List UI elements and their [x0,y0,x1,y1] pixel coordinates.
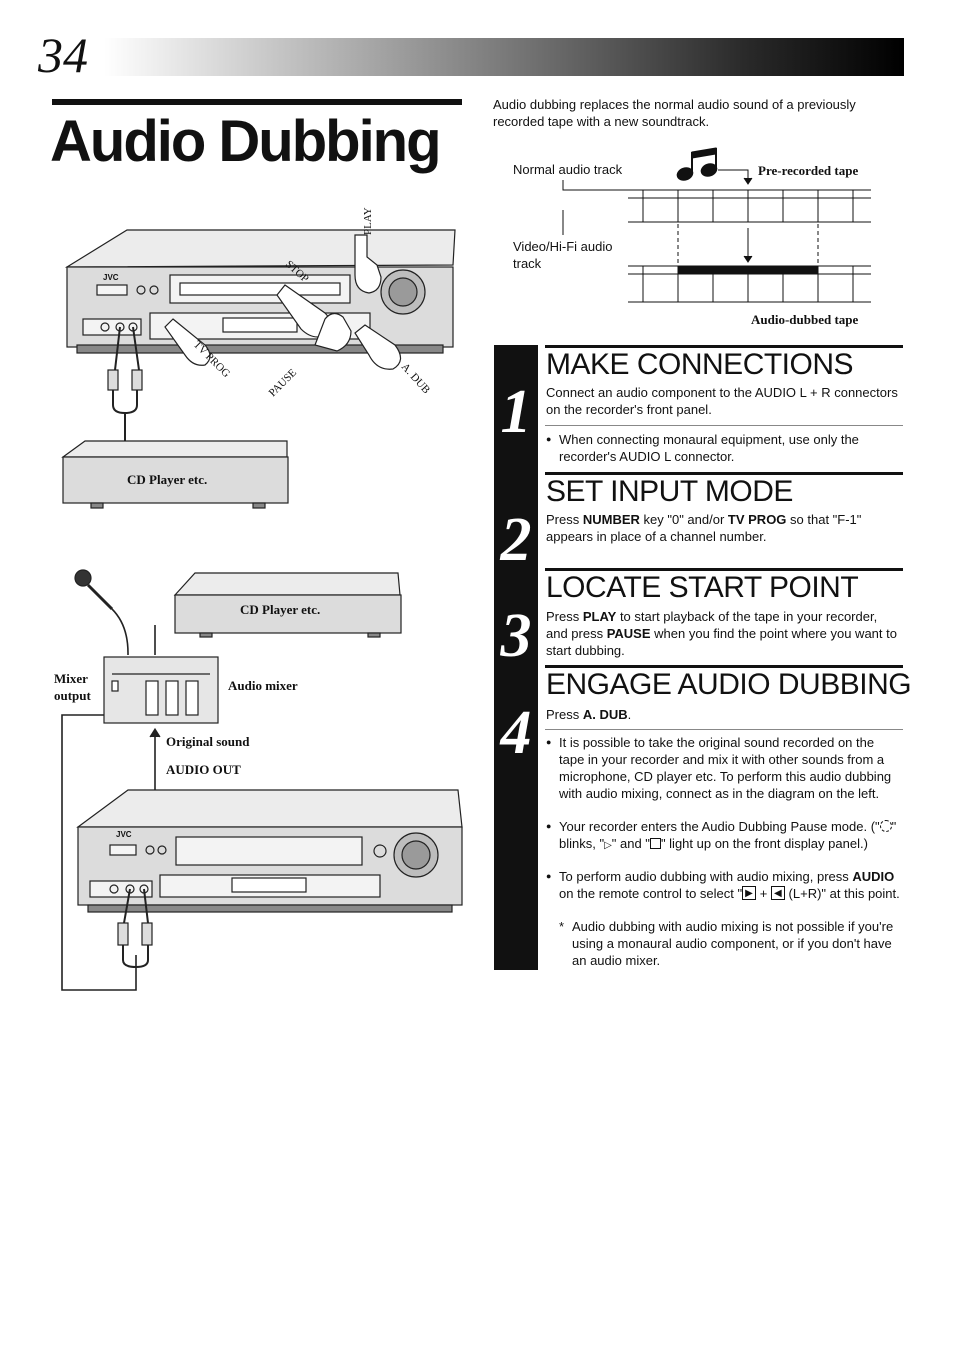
step-1-heading: MAKE CONNECTIONS [546,348,854,381]
step-2-number: 2 [500,506,532,574]
step-3-rule [545,568,903,571]
intro-paragraph: Audio dubbing replaces the normal audio … [493,97,856,129]
step-1-divider [545,425,903,426]
video-hifi-label-2: track [513,256,542,271]
step-2-text: Press NUMBER key "0" and/or TV PROG so t… [546,512,862,544]
right-channel-icon: ◀ [770,886,785,900]
audio-out-label: AUDIO OUT [166,762,241,777]
vcr-brand-top: JVC [103,273,119,282]
tape-indicator-icon [649,838,661,849]
video-hifi-label-1: Video/Hi-Fi audio [513,239,613,254]
pause-label: PAUSE [267,367,300,400]
play-label: PLAY [362,207,374,235]
step-3-number: 3 [500,602,532,670]
pre-recorded-tape-label: Pre-recorded tape [758,163,859,178]
page-number: 34 [38,27,88,83]
step-1-text: Connect an audio component to the AUDIO … [546,385,898,417]
mixer-output-label-2: output [54,688,92,703]
step-1-bullet: When connecting monaural equipment, use … [546,431,902,465]
tape-tracks-graphic [562,147,871,303]
header-gradient-bar [104,38,904,76]
step-4-bullet-1: It is possible to take the original soun… [546,734,902,802]
step-4-bullet-2: Your recorder enters the Audio Dubbing P… [546,818,902,854]
step-4-text: Press A. DUB. [546,707,632,722]
a-dub-label: A. DUB [399,361,432,396]
audio-mixer-illustration: JVC CD Player etc. Mixer output Audio mi… [54,569,463,991]
step-4-number: 4 [500,699,532,767]
step-4-rule [545,665,903,668]
cd-player-label-top: CD Player etc. [127,472,207,487]
step-4-bullet-3: To perform audio dubbing with audio mixi… [546,868,902,902]
left-channel-icon: ▶ [742,886,757,900]
step-4-heading: ENGAGE AUDIO DUBBING [546,668,912,701]
step-2-rule [545,472,903,475]
normal-audio-track-label: Normal audio track [513,162,623,177]
original-sound-label: Original sound [166,734,250,749]
step-number-band: 1 2 3 4 [494,345,538,970]
step-2-heading: SET INPUT MODE [546,475,793,508]
step-1-number: 1 [500,378,532,446]
step-4-note: Audio dubbing with audio mixing is not p… [559,918,902,969]
music-note-icon [676,147,718,181]
blink-indicator-icon [879,820,892,832]
vcr-brand-bottom: JVC [116,830,132,839]
title-rule [52,99,462,105]
play-indicator-icon: ▷ [604,840,612,851]
cd-player-label-bottom: CD Player etc. [240,602,320,617]
step-3-text: Press PLAY to start playback of the tape… [546,609,897,658]
mixer-output-label-1: Mixer [54,671,88,686]
step-3-heading: LOCATE START POINT [546,571,859,604]
audio-dubbed-tape-label: Audio-dubbed tape [751,312,859,327]
tape-track-diagram: Normal audio track Pre-recorded tape Vid… [493,140,905,335]
page-title: Audio Dubbing [50,109,442,174]
step-1-rule [545,345,903,348]
vcr-connection-illustration: JVC PLAY STOP TV PROG PAUSE A. DUB CD Pl… [61,207,456,509]
audio-mixer-label: Audio mixer [228,678,298,693]
step-4-divider [545,729,903,730]
